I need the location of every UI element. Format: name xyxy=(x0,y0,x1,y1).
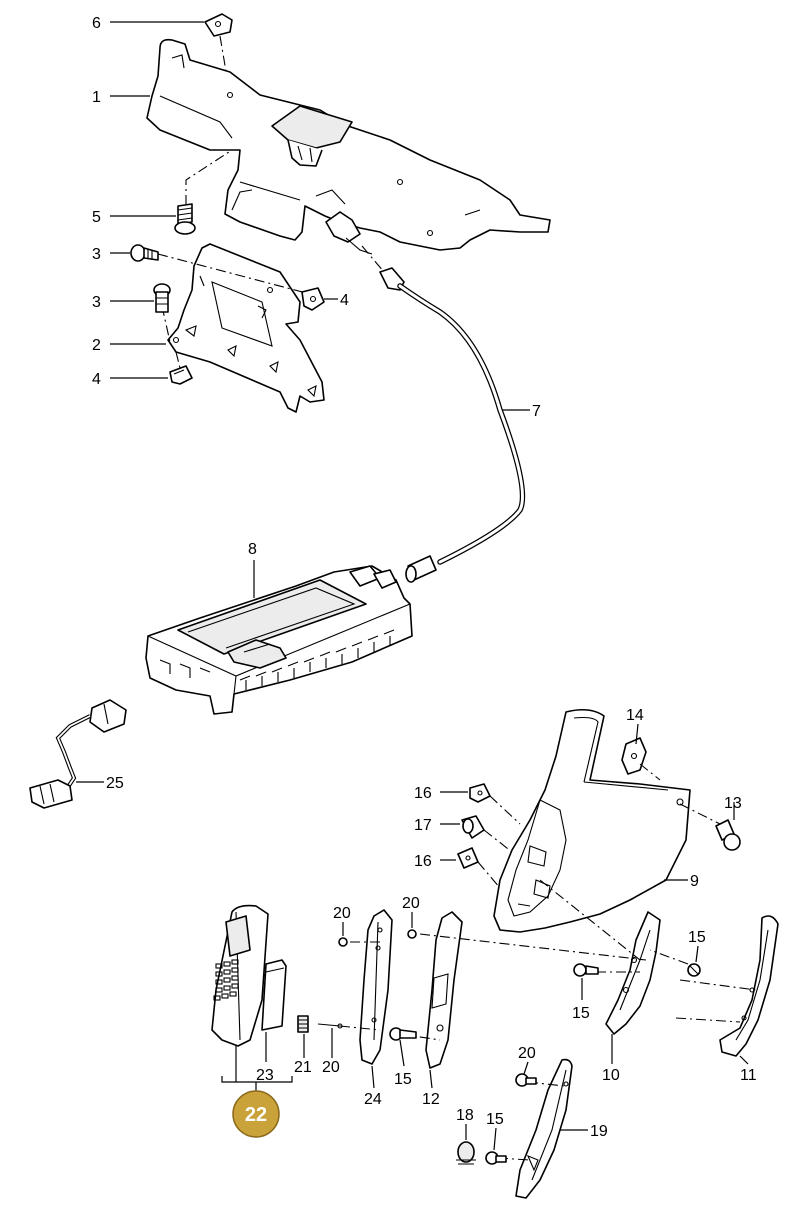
callout-20-lower: 20 xyxy=(322,1059,340,1076)
callout-20-upper: 20 xyxy=(402,895,420,912)
part-2-plate xyxy=(167,243,325,413)
part-20-screw-d xyxy=(515,1073,537,1087)
callout-25: 25 xyxy=(106,775,124,792)
part-12-holder xyxy=(425,911,463,1069)
callout-11: 11 xyxy=(740,1067,757,1084)
callout-16-upper: 16 xyxy=(414,785,432,802)
callout-6: 6 xyxy=(92,15,101,32)
part-21-pin xyxy=(297,1015,309,1033)
part-6-clip xyxy=(204,13,233,37)
part-8-module xyxy=(145,565,413,715)
part-24-cradle xyxy=(359,909,393,1065)
callout-3-upper: 3 xyxy=(92,246,101,263)
part-10-bracket xyxy=(605,911,661,1035)
callout-7: 7 xyxy=(532,403,541,420)
part-15-screw-d xyxy=(485,1151,507,1165)
part-13-bolt xyxy=(715,819,741,851)
callout-8: 8 xyxy=(248,541,257,558)
callout-1: 1 xyxy=(92,89,101,106)
part-7-cable xyxy=(397,283,526,583)
part-23-battery xyxy=(261,959,287,1031)
callout-5: 5 xyxy=(92,209,101,226)
callout-15-right: 15 xyxy=(688,929,706,946)
part-17-grommet xyxy=(461,815,485,839)
part-16-clip-upper xyxy=(469,783,491,803)
callout-2: 2 xyxy=(92,337,101,354)
part-1-bracket xyxy=(146,38,551,251)
callout-12: 12 xyxy=(422,1091,440,1108)
axis-5 xyxy=(185,149,233,205)
callout-15-bottom: 15 xyxy=(486,1111,504,1128)
part-11-cover xyxy=(719,915,779,1057)
part-22-handset xyxy=(211,904,269,1047)
callout-9: 9 xyxy=(690,873,699,890)
callout-17: 17 xyxy=(414,817,432,834)
callout-3-lower: 3 xyxy=(92,294,101,311)
part-15-screw-c xyxy=(389,1027,417,1041)
part-5-bolt xyxy=(174,203,196,235)
part-15-screw-a xyxy=(687,963,701,977)
part-9-trim-panel xyxy=(493,708,691,933)
keypad xyxy=(213,959,239,1001)
callout-4-lower: 4 xyxy=(92,371,101,388)
leader-lines xyxy=(76,21,749,1151)
callout-18: 18 xyxy=(456,1107,474,1124)
callout-15-mid: 15 xyxy=(572,1005,590,1022)
callout-labels: 6 1 5 3 3 4 2 4 7 8 25 14 13 16 17 16 9 … xyxy=(92,15,757,1140)
callout-4-upper: 4 xyxy=(340,292,349,309)
part-3-bolt-upper xyxy=(130,244,159,262)
callout-16-lower: 16 xyxy=(414,853,432,870)
part-15-screw-b xyxy=(573,963,599,977)
assembly-badge-22: 22 xyxy=(232,1090,280,1138)
part-20-screw-c xyxy=(317,1023,343,1029)
callout-14: 14 xyxy=(626,707,644,724)
callout-23: 23 xyxy=(256,1067,274,1084)
part-4-nut-lower xyxy=(169,365,193,385)
callout-13: 13 xyxy=(724,795,742,812)
callout-19: 19 xyxy=(590,1123,608,1140)
part-3-bolt-lower xyxy=(153,283,171,313)
part-16-clip-lower xyxy=(457,847,479,869)
callout-24: 24 xyxy=(364,1091,382,1108)
part-14-clip xyxy=(621,737,647,775)
part-20-screw-a xyxy=(338,937,348,947)
part-20-screw-b xyxy=(407,929,417,939)
callout-15-center: 15 xyxy=(394,1071,412,1088)
part-19-cover xyxy=(515,1058,573,1199)
part-4-nut-upper xyxy=(301,287,325,311)
part-18-grommet xyxy=(456,1141,476,1165)
part-25-harness xyxy=(29,699,127,809)
callout-20-left: 20 xyxy=(333,905,351,922)
callout-20-bottom: 20 xyxy=(518,1045,536,1062)
callout-10: 10 xyxy=(602,1067,620,1084)
badge-label: 22 xyxy=(245,1104,267,1126)
callout-21: 21 xyxy=(294,1059,312,1076)
